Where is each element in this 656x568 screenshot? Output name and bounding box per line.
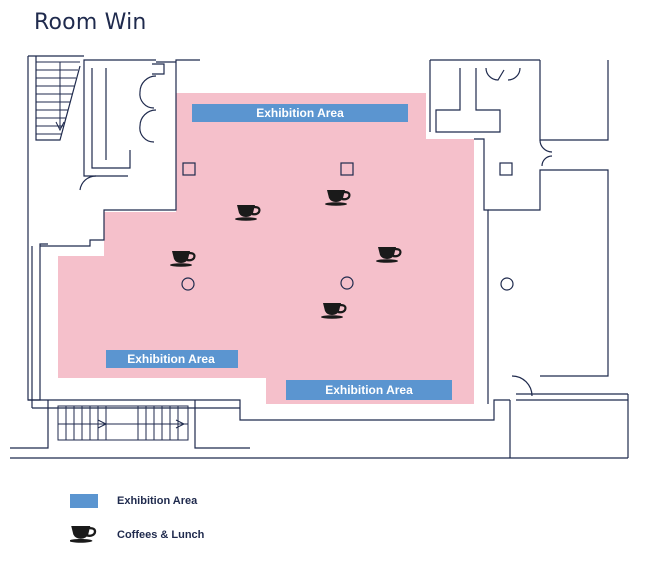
legend-exhibition-swatch — [70, 494, 98, 508]
legend-exhibition-label: Exhibition Area — [117, 495, 198, 507]
staircase-icon-bottom — [57, 405, 189, 441]
legend-coffee: Coffees & Lunch — [70, 526, 204, 544]
coffee-cup-icon — [70, 526, 97, 543]
page-title: Room Win — [34, 10, 147, 35]
square-column-icon — [182, 162, 513, 176]
legend-exhibition: Exhibition Area — [70, 494, 197, 508]
walls — [10, 55, 629, 459]
door-arc-icon — [79, 67, 553, 397]
round-column-icon — [181, 276, 514, 291]
exhibition-label-bottom: Exhibition Area — [325, 383, 413, 397]
exhibition-label-left: Exhibition Area — [127, 352, 215, 366]
exhibition-zone — [58, 93, 474, 404]
exhibition-banner-left — [106, 350, 238, 368]
exhibition-banner-bottom — [286, 380, 452, 400]
legend-coffee-label: Coffees & Lunch — [117, 529, 205, 541]
exhibition-banner-top — [192, 104, 408, 122]
exhibition-label-top: Exhibition Area — [256, 106, 344, 120]
staircase-icon — [36, 61, 80, 135]
